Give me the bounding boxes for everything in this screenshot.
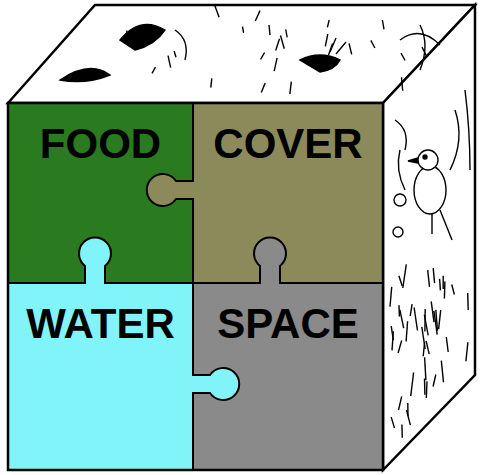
branch: [175, 30, 186, 60]
grass-blade: [428, 270, 430, 287]
branch: [395, 120, 406, 190]
grass-blade: [444, 282, 446, 299]
grass-blade: [399, 396, 402, 410]
piece-label: COVER: [193, 103, 383, 165]
grass-blade: [446, 337, 448, 352]
grass-blade: [423, 342, 424, 356]
grass-blade: [286, 29, 288, 37]
puzzle-piece: WATER: [8, 283, 193, 470]
grass-blade: [168, 56, 171, 68]
grass-blade: [410, 304, 412, 316]
front-face: [8, 103, 383, 470]
grass-blade: [174, 51, 176, 57]
grass-blade: [400, 310, 404, 328]
grass-blade: [126, 31, 128, 45]
grass-blade: [390, 287, 392, 307]
grass-blade: [426, 341, 429, 354]
grass-blade: [398, 340, 402, 353]
grass-blade: [382, 20, 384, 29]
grass-blade: [433, 268, 434, 283]
grass-blade: [403, 264, 407, 288]
puzzle-piece: FOOD: [8, 103, 193, 283]
grass-blade: [276, 39, 280, 51]
leaf: [120, 24, 165, 50]
grass-blade: [281, 36, 285, 49]
grass-blade: [391, 417, 394, 428]
flower: [394, 194, 406, 206]
grass-blade: [261, 53, 265, 60]
grass-blade: [422, 47, 427, 56]
grass-blade: [439, 310, 441, 329]
grass-blade: [243, 27, 244, 33]
grass-blade: [274, 58, 277, 71]
right-face: [383, 5, 475, 470]
bird-eye: [423, 155, 427, 159]
grass-blade: [425, 357, 426, 380]
grass-blade: [327, 20, 329, 27]
grass-blade: [441, 361, 443, 383]
grass-blade: [211, 78, 212, 87]
grass-blade: [467, 293, 469, 310]
puzzle-piece: SPACE: [193, 283, 383, 470]
branch: [400, 25, 440, 70]
grass-blade: [399, 276, 402, 286]
piece-label: WATER: [8, 283, 193, 345]
branch: [450, 90, 470, 170]
grass-blade: [349, 43, 352, 54]
leaf: [60, 69, 110, 82]
grass-blade: [434, 311, 437, 335]
grass-blade: [329, 44, 333, 55]
flower: [393, 227, 403, 237]
bird-head: [418, 150, 438, 170]
grass-blade: [401, 53, 405, 60]
grass-blade: [411, 373, 414, 397]
grass-blade: [433, 375, 436, 387]
grass-blade: [452, 285, 455, 295]
grass-blade: [406, 321, 408, 341]
grass-blade: [439, 279, 441, 291]
grass-blade: [401, 425, 403, 438]
grass-blade: [407, 410, 411, 425]
bird-tail: [432, 210, 452, 240]
grass-blade: [290, 82, 291, 95]
grass-blade: [424, 379, 426, 395]
grass-blade: [152, 67, 156, 73]
puzzle-piece: COVER: [193, 103, 383, 283]
grass-blade: [466, 342, 468, 361]
grass-blade: [255, 11, 260, 21]
grass-blade: [426, 381, 428, 398]
grass-blade: [424, 309, 426, 332]
bird-body: [414, 166, 446, 214]
grass-blade: [402, 77, 403, 91]
grass-blade: [269, 25, 270, 35]
grass-blade: [443, 276, 444, 289]
rabbit: [300, 55, 340, 72]
piece-label: SPACE: [193, 283, 383, 345]
grass-blade: [414, 308, 417, 331]
grass-blade: [261, 83, 265, 92]
grass-blade: [215, 5, 219, 17]
grass-blade: [325, 34, 328, 46]
grass-blade: [391, 326, 393, 340]
grass-blade: [371, 40, 375, 48]
bird-beak: [408, 158, 418, 163]
piece-label: FOOD: [8, 103, 193, 165]
